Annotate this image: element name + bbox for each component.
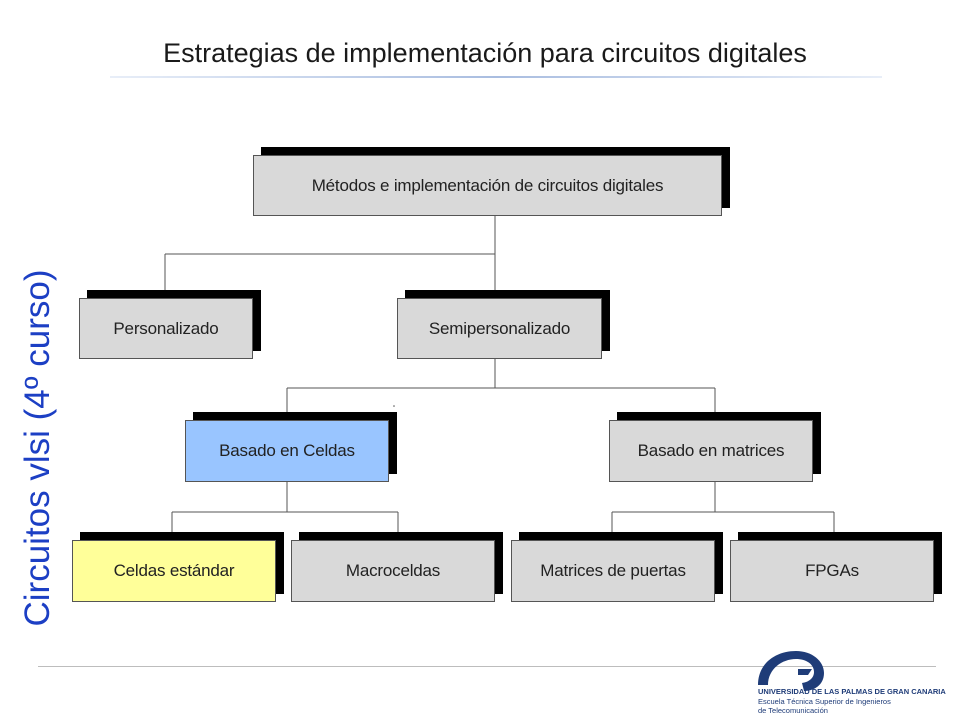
node-fpgas: FPGAs bbox=[730, 540, 934, 602]
node-semipersonalizado-wrapper: Semipersonalizado bbox=[397, 290, 610, 359]
node-semipersonalizado: Semipersonalizado bbox=[397, 298, 602, 359]
university-logo-icon bbox=[758, 651, 824, 691]
node-basado-celdas-wrapper: Basado en Celdas bbox=[185, 412, 397, 482]
node-celdas-estandar-wrapper: Celdas estándar bbox=[72, 532, 284, 602]
node-basado-celdas: Basado en Celdas bbox=[185, 420, 389, 482]
stray-dot bbox=[393, 405, 395, 407]
node-basado-matrices: Basado en matrices bbox=[609, 420, 813, 482]
node-matrices-puertas: Matrices de puertas bbox=[511, 540, 715, 602]
title-underline bbox=[110, 76, 882, 78]
node-fpgas-wrapper: FPGAs bbox=[730, 532, 942, 602]
node-basado-matrices-wrapper: Basado en matrices bbox=[609, 412, 821, 482]
node-macroceldas: Macroceldas bbox=[291, 540, 495, 602]
footer-school: Escuela Técnica Superior de Ingenieros bbox=[758, 697, 891, 706]
footer-department: de Telecomunicación bbox=[758, 706, 828, 715]
node-matrices-puertas-wrapper: Matrices de puertas bbox=[511, 532, 723, 602]
page-title: Estrategias de implementación para circu… bbox=[163, 38, 807, 68]
footer-divider bbox=[38, 666, 936, 667]
footer-university: UNIVERSIDAD DE LAS PALMAS DE GRAN CANARI… bbox=[758, 687, 946, 696]
node-root-wrapper: Métodos e implementación de circuitos di… bbox=[253, 147, 730, 216]
node-macroceldas-wrapper: Macroceldas bbox=[291, 532, 503, 602]
node-personalizado-wrapper: Personalizado bbox=[79, 290, 261, 359]
node-personalizado: Personalizado bbox=[79, 298, 253, 359]
node-root: Métodos e implementación de circuitos di… bbox=[253, 155, 722, 216]
node-celdas-estandar: Celdas estándar bbox=[72, 540, 276, 602]
